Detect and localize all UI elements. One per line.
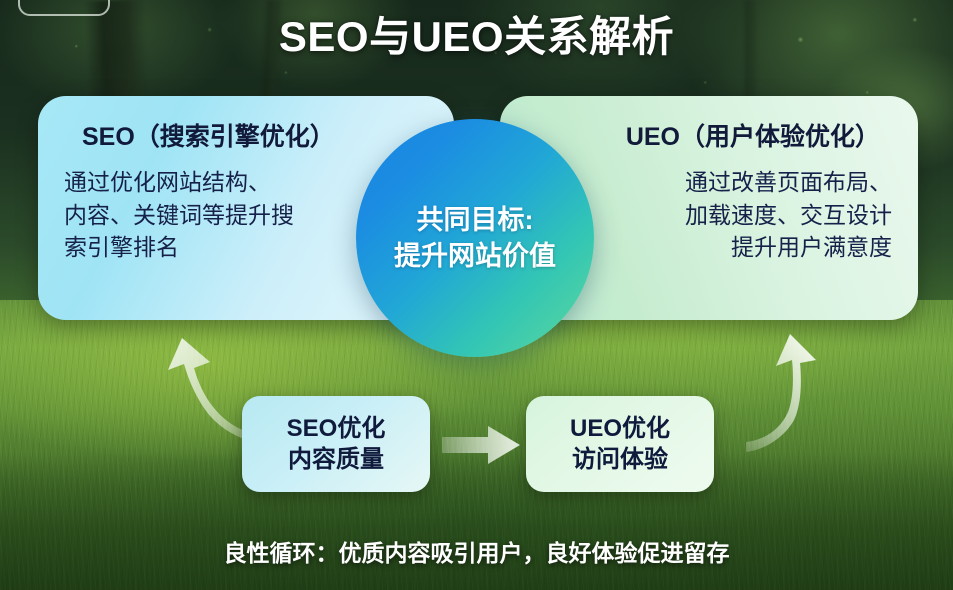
process-seo-line-1: SEO优化 — [286, 414, 386, 442]
seo-card-heading: SEO（搜索引擎优化） — [82, 123, 335, 151]
ueo-card-body: 通过改善页面布局、 加载速度、交互设计 提升用户满意度 — [526, 166, 892, 264]
process-ueo-line-1: UEO优化 — [569, 414, 670, 442]
foreground-shadow-band — [0, 452, 953, 590]
process-ueo-line-2: 访问体验 — [572, 446, 668, 473]
shared-goal-line-2: 提升网站价值 — [394, 241, 556, 271]
ueo-body-line: 通过改善页面布局、 — [685, 169, 892, 195]
seo-card-body: 通过优化网站结构、 内容、关键词等提升搜 索引擎排名 — [64, 166, 428, 264]
process-seo-line-2: 内容质量 — [288, 446, 384, 473]
shared-goal-line-1: 共同目标: — [416, 204, 534, 235]
arrow-right-icon — [442, 426, 520, 464]
seo-body-line: 通过优化网站结构、 — [64, 169, 271, 195]
ueo-body-line: 提升用户满意度 — [731, 234, 892, 261]
ueo-card-heading: UEO（用户体验优化） — [625, 123, 880, 151]
shared-goal-circle: 共同目标: 提升网站价值 — [356, 119, 594, 357]
process-box-ueo: UEO优化 访问体验 — [526, 396, 714, 492]
page-title: SEO与UEO关系解析 — [278, 13, 675, 60]
bottom-caption: 良性循环：优质内容吸引用户，良好体验促进留存 — [223, 540, 730, 566]
process-box-seo: SEO优化 内容质量 — [242, 396, 430, 492]
seo-body-line: 内容、关键词等提升搜 — [64, 201, 294, 228]
ueo-body-line: 加载速度、交互设计 — [685, 201, 892, 228]
top-left-rounded-rect-artifact — [18, 0, 110, 16]
seo-body-line: 索引擎排名 — [64, 234, 179, 261]
